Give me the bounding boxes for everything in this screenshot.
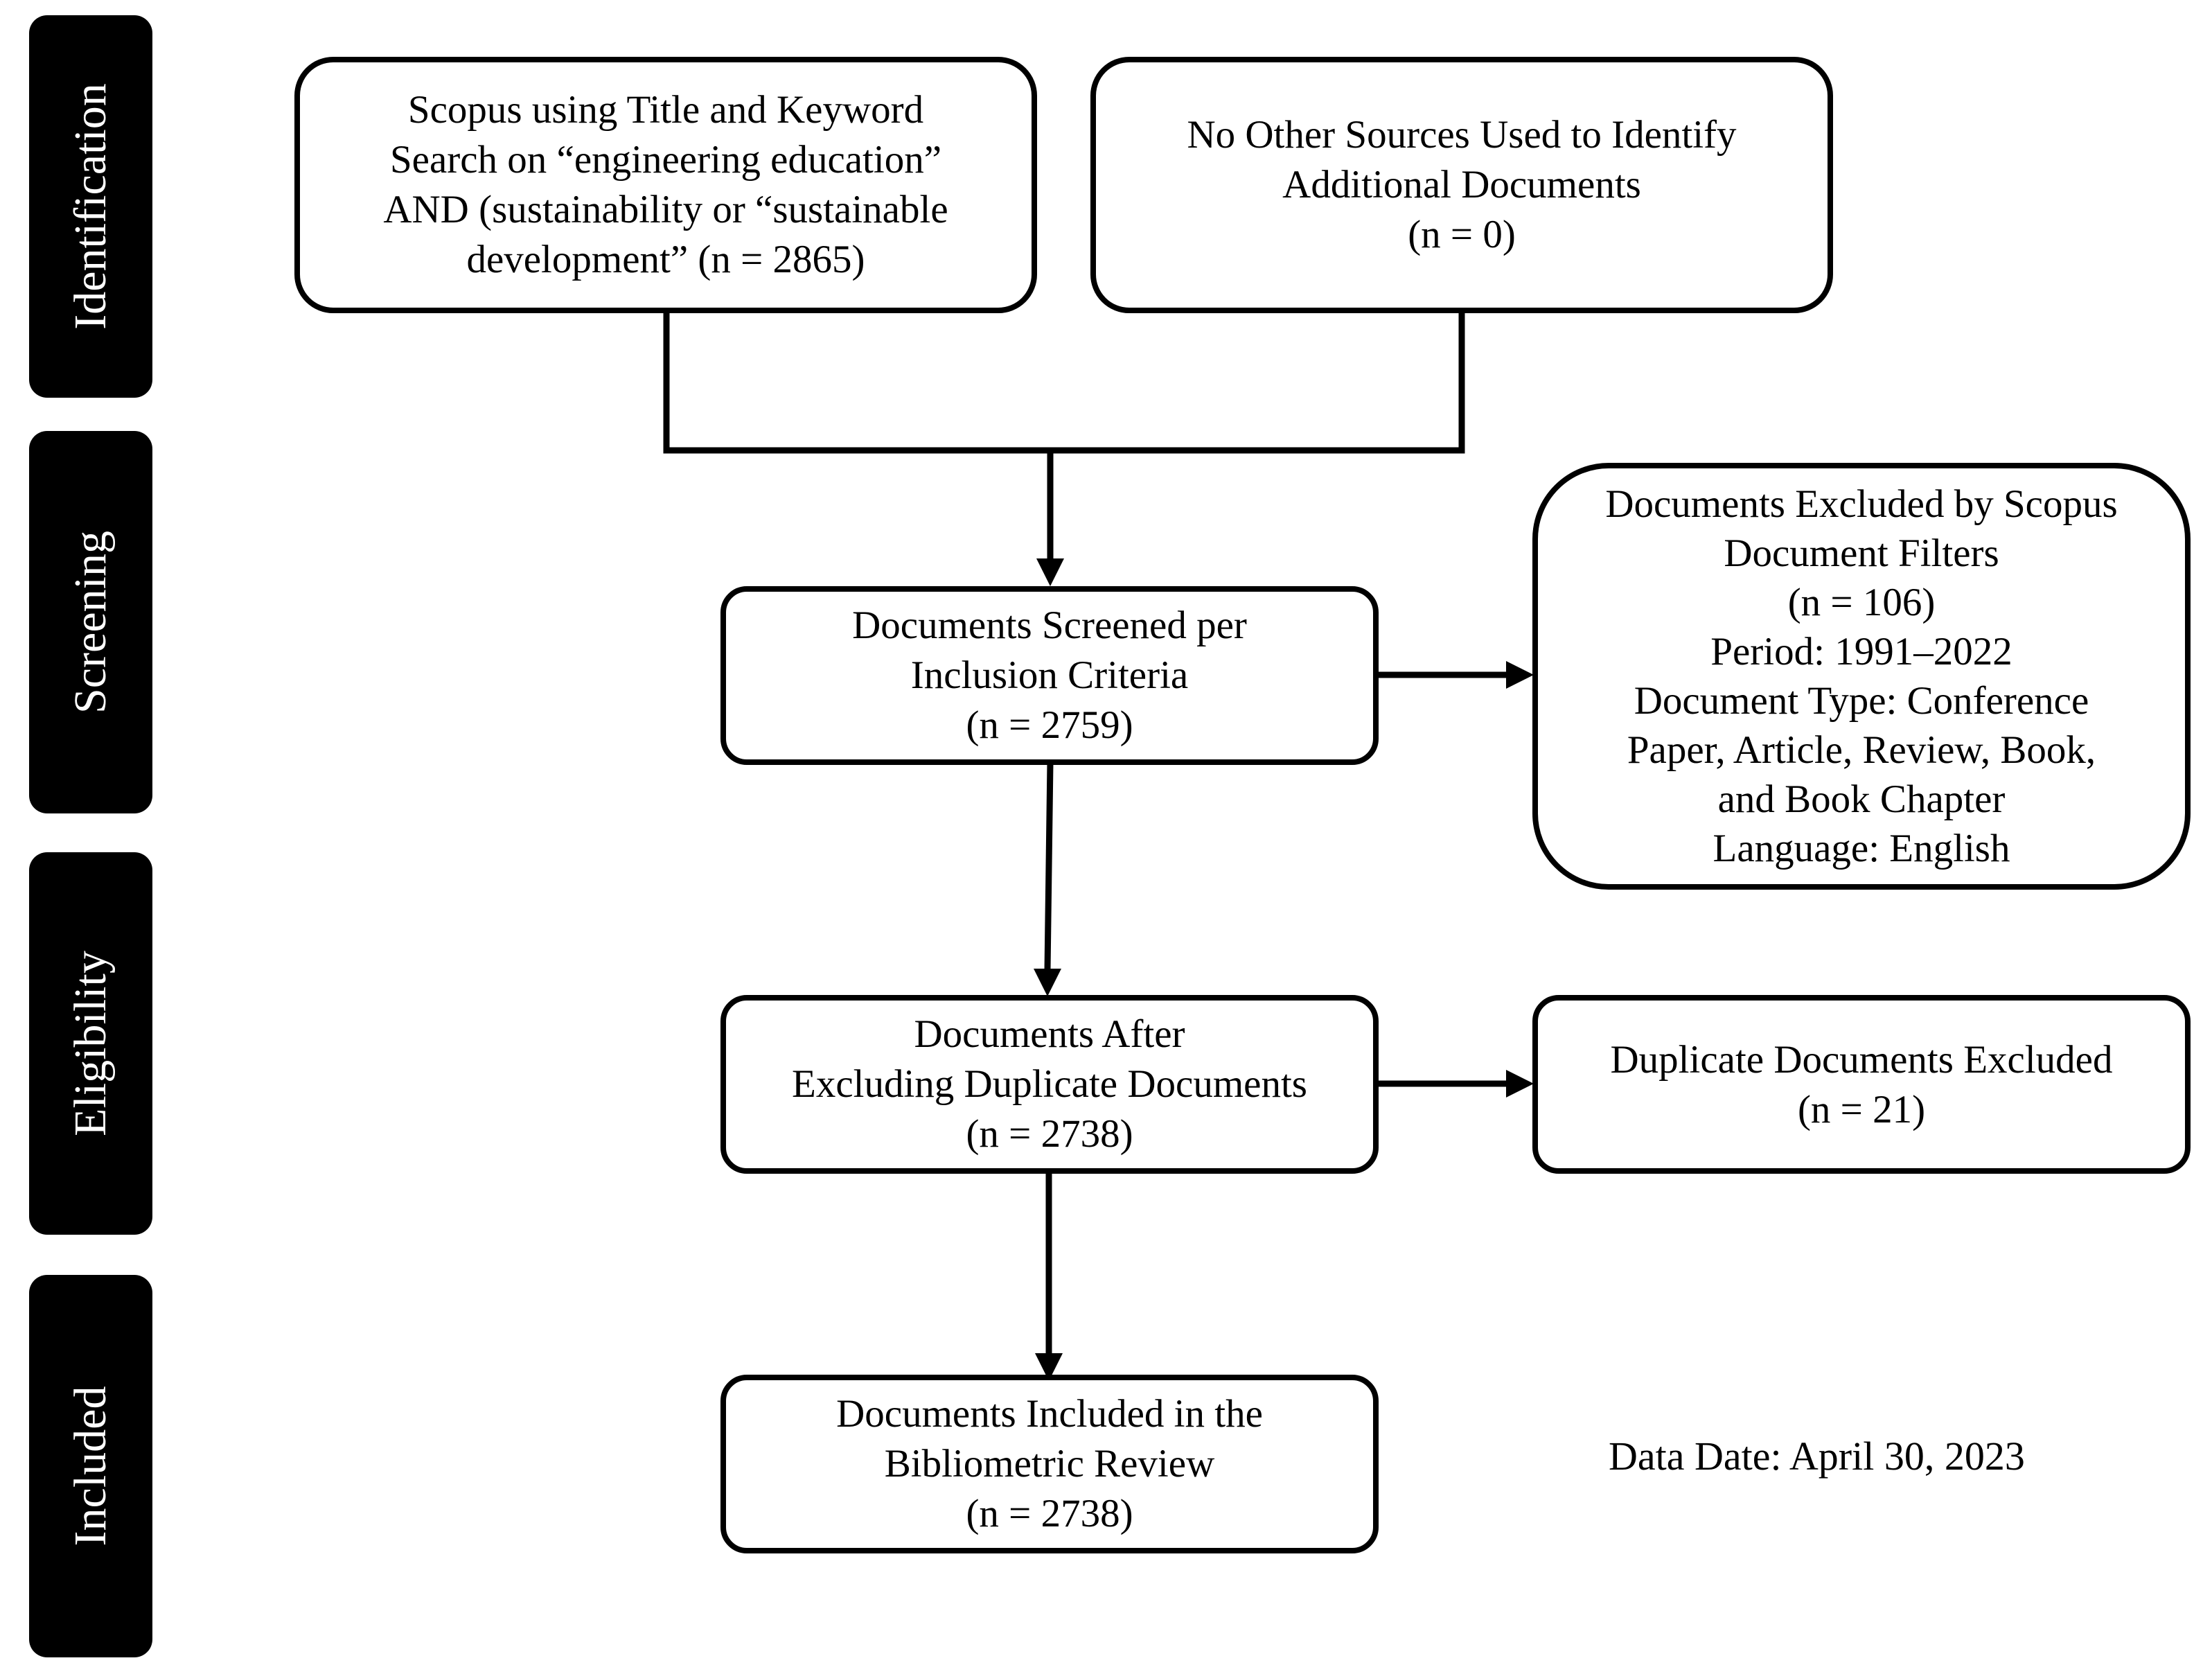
box-line: (n = 106): [1787, 581, 1936, 624]
merge-connector: [663, 308, 1465, 454]
other-sources-box: No Other Sources Used to Identify Additi…: [1090, 57, 1833, 313]
box-line: Documents After: [914, 1012, 1185, 1056]
box-line: (n = 0): [1408, 213, 1516, 256]
screened-box: Documents Screened per Inclusion Criteri…: [720, 586, 1379, 765]
box-line: No Other Sources Used to Identify: [1187, 113, 1737, 157]
arrowhead-duplicates-excluded: [1506, 1070, 1534, 1098]
box-line: and Book Chapter: [1717, 777, 2006, 821]
box-line: Paper, Article, Review, Book,: [1627, 728, 2096, 772]
box-line: Documents Excluded by Scopus: [1605, 482, 2118, 526]
box-line: development” (n = 2865): [466, 238, 865, 281]
box-line: Search on “engineering education”: [389, 138, 942, 182]
phase-included: Included: [29, 1275, 152, 1657]
box-line: Excluding Duplicate Documents: [792, 1062, 1307, 1106]
box-line: (n = 2738): [966, 1112, 1133, 1156]
box-line: (n = 21): [1797, 1088, 1926, 1131]
arrow-to-after-duplicates: [1044, 759, 1054, 973]
box-line: (n = 2738): [966, 1492, 1133, 1535]
box-line: Documents Included in the: [836, 1392, 1263, 1436]
phase-screening: Screening: [29, 431, 152, 813]
box-line: Duplicate Documents Excluded: [1610, 1038, 2113, 1082]
box-line: Period: 1991–2022: [1710, 630, 2012, 673]
box-line: AND (sustainability or “sustainable: [383, 188, 948, 231]
arrowhead-after-duplicates: [1034, 969, 1061, 996]
data-date-note: Data Date: April 30, 2023: [1609, 1434, 2025, 1479]
box-line: Document Type: Conference: [1634, 679, 2089, 723]
arrowhead-excluded-filters: [1506, 661, 1534, 689]
box-line: Additional Documents: [1282, 163, 1641, 206]
scopus-search-box: Scopus using Title and Keyword Search on…: [294, 57, 1037, 313]
after-duplicates-box: Documents After Excluding Duplicate Docu…: [720, 995, 1379, 1174]
arrowhead-screened: [1036, 558, 1064, 586]
box-line: Inclusion Criteria: [910, 653, 1189, 697]
box-line: Scopus using Title and Keyword: [407, 88, 924, 132]
included-box: Documents Included in the Bibliometric R…: [720, 1375, 1379, 1553]
box-line: Bibliometric Review: [884, 1442, 1215, 1486]
box-line: Documents Screened per: [852, 603, 1247, 647]
phase-identification: Identification: [29, 15, 152, 398]
box-line: Language: English: [1713, 827, 2010, 870]
duplicates-excluded-box: Duplicate Documents Excluded (n = 21): [1532, 995, 2191, 1174]
phase-eligibility: Eligibility: [29, 852, 152, 1235]
box-line: Document Filters: [1724, 531, 1999, 575]
box-line: (n = 2759): [966, 703, 1133, 747]
excluded-filters-box: Documents Excluded by Scopus Document Fi…: [1532, 463, 2191, 890]
arrowhead-included: [1035, 1353, 1063, 1381]
